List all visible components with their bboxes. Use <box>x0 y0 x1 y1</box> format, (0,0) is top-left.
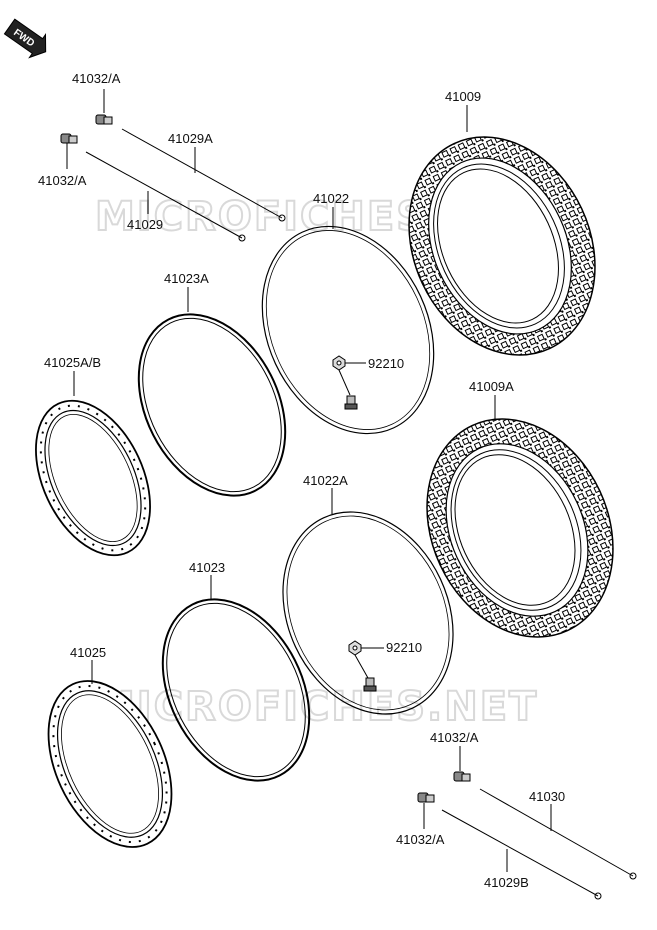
spoke-nipple-icon <box>453 771 471 782</box>
spoke-nipple-icon <box>95 114 113 125</box>
label-41032A-3: 41032/A <box>430 730 479 745</box>
label-41023A: 41023A <box>164 271 209 286</box>
label-41009: 41009 <box>445 89 481 104</box>
spoke-41029A <box>121 128 286 222</box>
label-41029: 41029 <box>127 217 163 232</box>
label-41032A-1: 41032/A <box>72 71 121 86</box>
label-41009A: 41009A <box>469 379 514 394</box>
spoke-nipple-icon <box>60 133 78 144</box>
rim-band <box>161 598 311 782</box>
label-41032A-2: 41032/A <box>38 173 87 188</box>
label-41022A: 41022A <box>303 473 348 488</box>
spoke-41030 <box>479 788 637 880</box>
tire-rear <box>426 418 614 638</box>
fwd-arrow-icon: FWD <box>3 18 47 59</box>
label-41025: 41025 <box>70 645 106 660</box>
watermark-bottom: MICROFICHES.NET <box>95 684 538 730</box>
label-41032A-4: 41032/A <box>396 832 445 847</box>
label-92210-1: 92210 <box>368 356 404 371</box>
spoke-41029B <box>441 809 602 900</box>
label-92210-2: 92210 <box>386 640 422 655</box>
tire-front <box>408 136 596 356</box>
label-41029B: 41029B <box>484 875 529 890</box>
valve-nut-icon <box>348 640 362 656</box>
label-41030: 41030 <box>529 789 565 804</box>
tube-rear <box>282 511 454 715</box>
rim-rear <box>47 680 173 848</box>
valve-nut-icon <box>332 355 346 371</box>
rim-band-a <box>137 313 287 497</box>
label-41029A: 41029A <box>168 131 213 146</box>
tube-front <box>261 225 435 435</box>
label-41023: 41023 <box>189 560 225 575</box>
valve-stem-icon <box>363 677 377 692</box>
valve-stem-icon <box>344 395 358 410</box>
label-41025AB: 41025A/B <box>44 355 101 370</box>
label-41022: 41022 <box>313 191 349 206</box>
spoke-nipple-icon <box>417 792 435 803</box>
spoke-41029 <box>85 151 246 242</box>
rim-front <box>35 399 151 557</box>
